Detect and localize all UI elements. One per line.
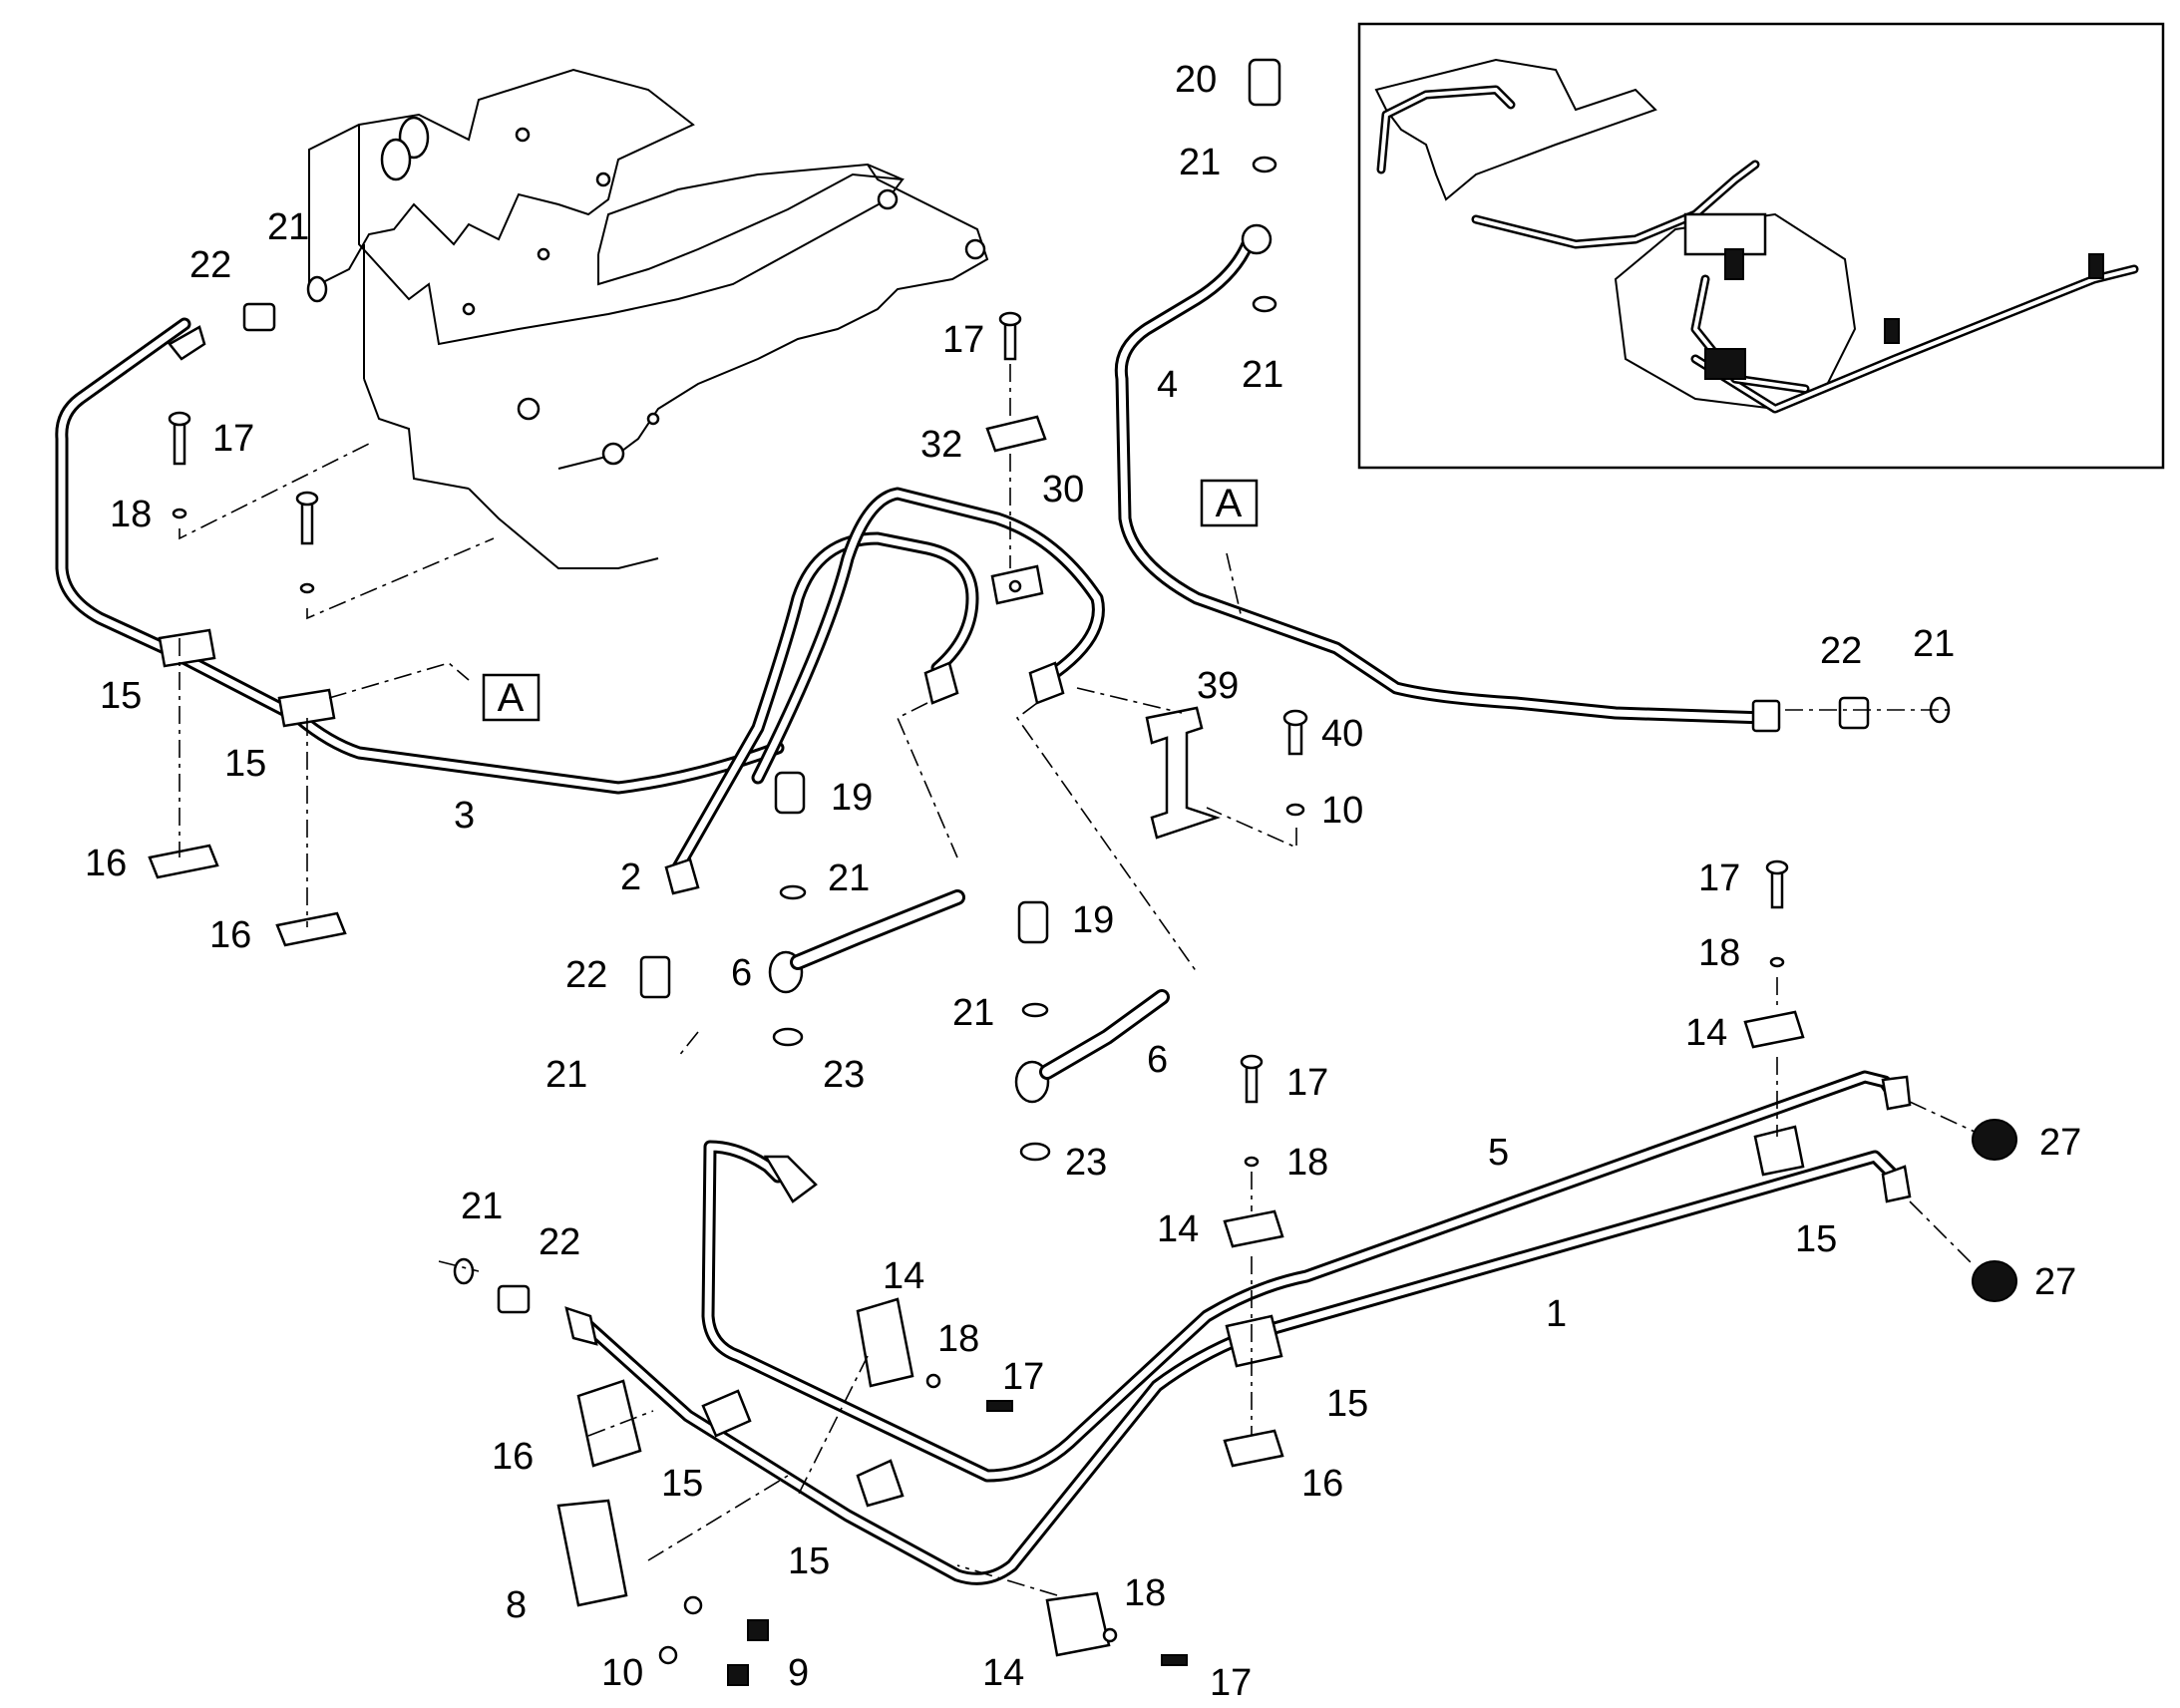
callout: 14 xyxy=(1685,1012,1727,1054)
reference-box-a-left: A xyxy=(482,673,541,722)
callout: 21 xyxy=(1179,142,1221,183)
callout: 21 xyxy=(545,1054,587,1096)
callout: 27 xyxy=(2039,1122,2081,1164)
callout: 17 xyxy=(1286,1062,1328,1104)
callout: 14 xyxy=(883,1255,924,1297)
callout: 14 xyxy=(982,1652,1024,1694)
callout-labels: 21 22 17 18 15 15 16 16 3 2 22 21 19 21 … xyxy=(85,59,2081,1704)
callout: 15 xyxy=(1326,1383,1368,1425)
callout: 15 xyxy=(224,743,266,785)
callout: 9 xyxy=(788,1652,809,1694)
callout: 40 xyxy=(1321,713,1363,755)
tube-3-fitting xyxy=(168,325,206,361)
callout: 16 xyxy=(492,1436,534,1478)
callout: 5 xyxy=(1488,1132,1509,1174)
callout: 4 xyxy=(1157,364,1178,406)
callout: 6 xyxy=(731,952,752,994)
clamp-30 xyxy=(990,564,1044,605)
tube-2 xyxy=(671,487,1105,874)
callout: 23 xyxy=(1065,1142,1107,1184)
callout: 16 xyxy=(1301,1463,1343,1505)
callout: 18 xyxy=(1286,1142,1328,1184)
callout: 30 xyxy=(1042,469,1084,511)
callout: 22 xyxy=(565,954,607,996)
callout: 6 xyxy=(1147,1039,1168,1081)
callout: 39 xyxy=(1197,665,1239,707)
callout: 17 xyxy=(942,319,984,361)
overview-inset-frame xyxy=(1357,22,2165,470)
callout: 17 xyxy=(1210,1662,1252,1704)
callout: 15 xyxy=(100,675,142,717)
callout: 22 xyxy=(539,1221,580,1263)
callout: 19 xyxy=(1072,899,1114,941)
callout: 21 xyxy=(952,992,994,1034)
callout: 17 xyxy=(1002,1356,1044,1398)
callout: 10 xyxy=(1321,790,1363,832)
callout: 15 xyxy=(661,1463,703,1505)
callout: 1 xyxy=(1546,1293,1567,1335)
svg-text:A: A xyxy=(498,676,525,720)
callout: 15 xyxy=(1795,1218,1837,1260)
tube-4 xyxy=(1114,223,1781,733)
callout: 8 xyxy=(506,1584,527,1626)
callout: 21 xyxy=(1242,354,1283,396)
callout: 21 xyxy=(1913,623,1955,665)
callout: 10 xyxy=(601,1652,643,1694)
callout: 20 xyxy=(1175,59,1217,101)
hardware-fittings xyxy=(148,58,2017,1686)
callout: 23 xyxy=(823,1054,865,1096)
callout: 3 xyxy=(454,795,475,837)
callout: 22 xyxy=(1820,630,1862,672)
tube-5 xyxy=(701,1070,1902,1483)
tube-2-fittings xyxy=(639,661,1065,999)
callout: 16 xyxy=(209,914,251,956)
tube-3 xyxy=(55,317,785,795)
callout: 2 xyxy=(620,856,641,898)
callout: 17 xyxy=(212,418,254,460)
callout: 21 xyxy=(828,857,870,899)
mounting-bracket-plate xyxy=(308,68,989,569)
callout: 15 xyxy=(788,1540,830,1582)
callout: 18 xyxy=(110,494,152,535)
svg-text:A: A xyxy=(1216,482,1243,525)
callout: 14 xyxy=(1157,1208,1199,1250)
clamps-15 xyxy=(158,628,1805,1508)
callout: 21 xyxy=(461,1186,503,1227)
callout: 17 xyxy=(1698,857,1740,899)
leader-lines xyxy=(179,364,1976,1596)
callout: 18 xyxy=(1124,1572,1166,1614)
callout: 16 xyxy=(85,843,127,884)
callout: 18 xyxy=(937,1318,979,1360)
reference-box-a-right: A xyxy=(1200,479,1259,527)
callout: 27 xyxy=(2034,1261,2076,1303)
callout: 18 xyxy=(1698,932,1740,974)
callout: 22 xyxy=(189,244,231,286)
callout: 32 xyxy=(920,424,962,466)
callout: 19 xyxy=(831,777,873,819)
callout: 21 xyxy=(267,206,309,248)
